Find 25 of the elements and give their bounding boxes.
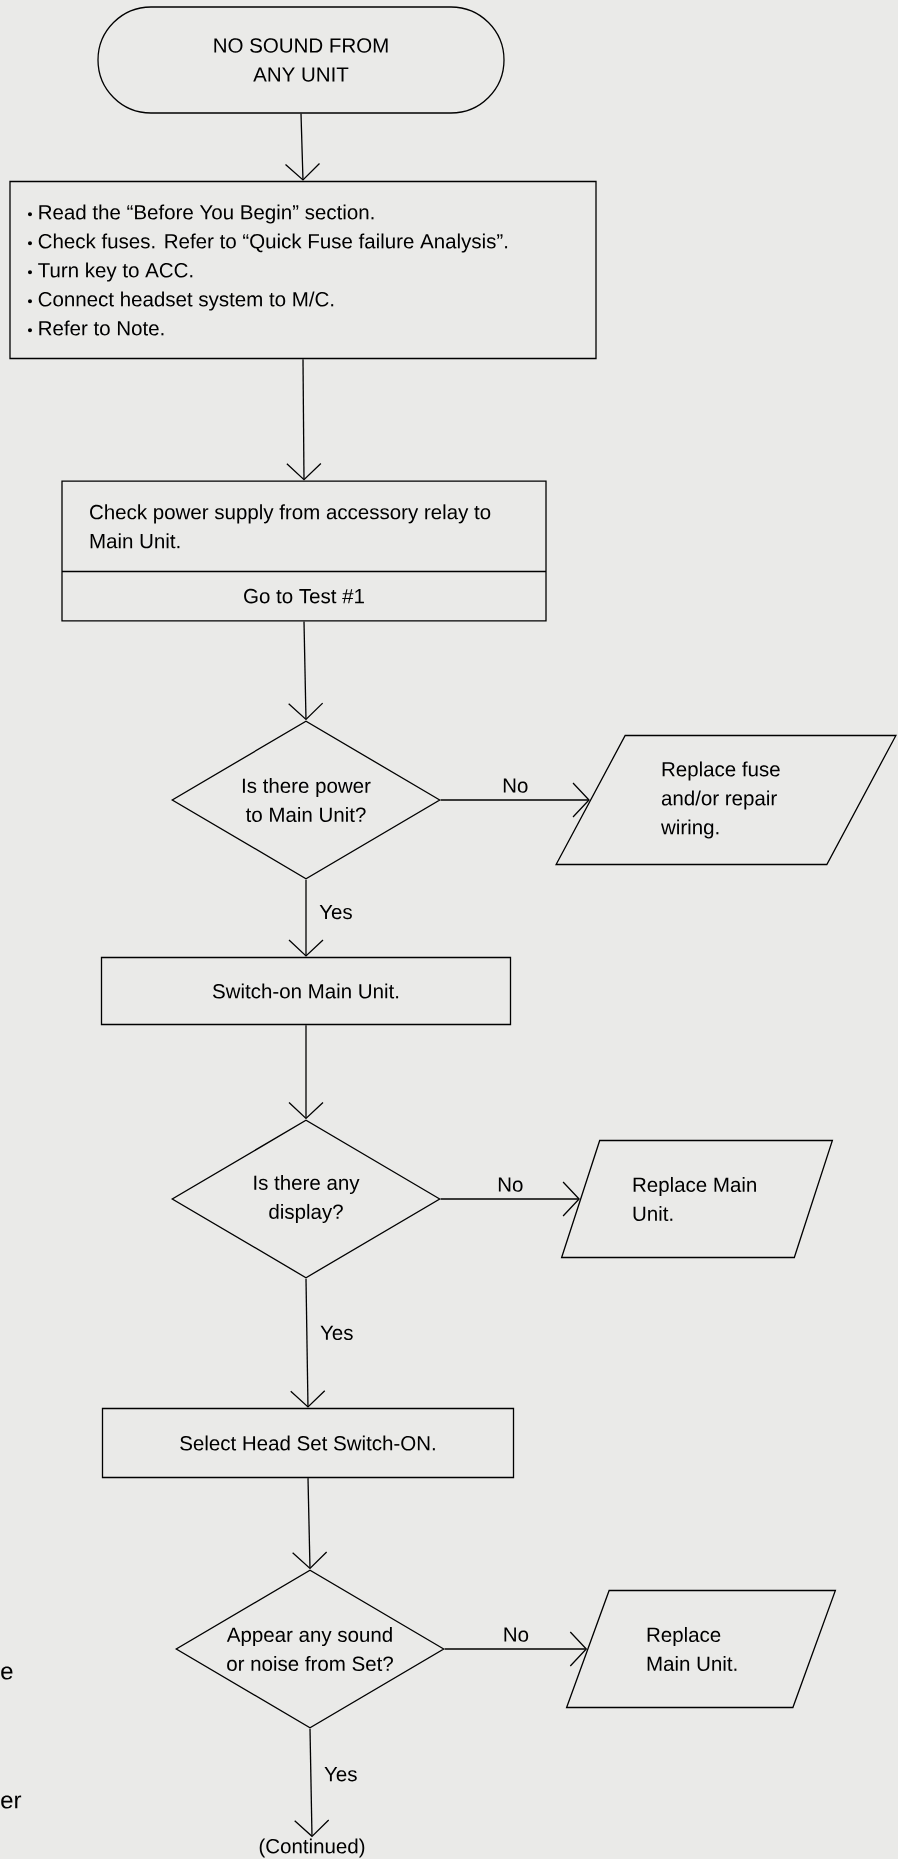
start-terminal: NO SOUND FROM ANY UNIT [97, 6, 505, 114]
text-fragment: e [1, 1666, 13, 1680]
arrow [444, 1631, 588, 1667]
edge-label: No [504, 1627, 529, 1642]
continuation-text: (Continued) [259, 1838, 365, 1858]
process-box: Switch-on Main Unit. [100, 956, 512, 1026]
arrow [288, 1024, 324, 1120]
process-box: Select Head Set Switch-ON. [101, 1407, 515, 1479]
arrow [440, 1181, 580, 1217]
arrow [294, 1728, 330, 1838]
arrow [292, 1477, 328, 1570]
arrow [286, 358, 322, 481]
arrow [288, 879, 324, 957]
output-parallelogram: Replace fuse and/or repair wiring. [555, 734, 897, 866]
text-fragment: er [1, 1795, 22, 1809]
edge-label: Yes [324, 1767, 357, 1782]
edge-label: No [498, 1177, 523, 1192]
arrow [290, 1278, 326, 1408]
arrow [288, 620, 324, 721]
process-box: Check power supply from accessory relay to Main Unit. Go to Test #1 [61, 480, 547, 622]
edge-label: No [503, 778, 528, 793]
process-box: Read the “Before You Begin” section. Check fuses. Refer to “Quick Fuse failure Analysis”. Turn key to ACC. Connect headset system to M/C. Refer to Note. [9, 180, 597, 360]
arrow [440, 782, 590, 818]
edge-label: Yes [319, 904, 352, 920]
edge-label: Yes [320, 1325, 353, 1341]
